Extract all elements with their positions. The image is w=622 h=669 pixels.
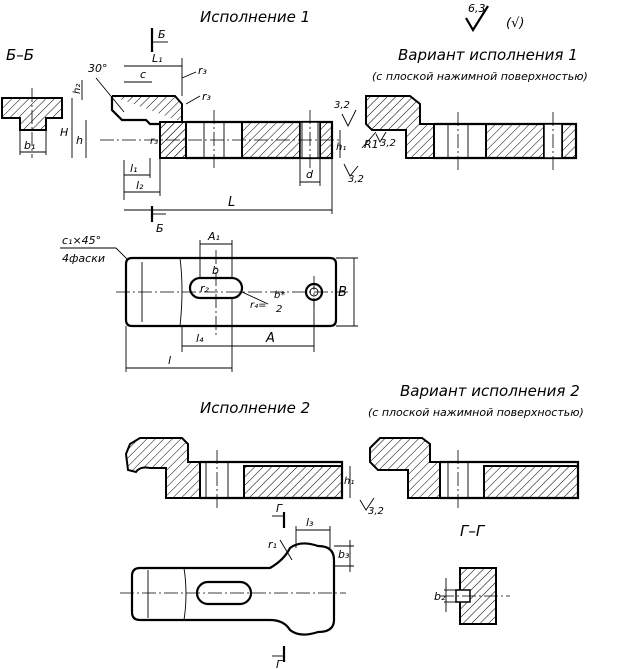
dim-h1-execution-2: h₁ 3,2 bbox=[344, 466, 384, 517]
dim-r1: r₁ bbox=[268, 538, 293, 561]
dim-H: H h bbox=[60, 98, 87, 158]
execution-1-plan-view bbox=[116, 250, 348, 336]
svg-text:r₁: r₁ bbox=[268, 538, 277, 551]
dim-b2: b₂ bbox=[434, 578, 456, 612]
dim-d: d bbox=[299, 158, 321, 186]
dim-h1: h₁ bbox=[336, 130, 346, 158]
svg-text:r₄=: r₄= bbox=[250, 300, 267, 311]
svg-text:A₁: A₁ bbox=[207, 230, 220, 243]
dim-A1: A₁ bbox=[199, 230, 233, 278]
section-gg-profile bbox=[440, 567, 510, 625]
svg-text:r₂: r₂ bbox=[200, 282, 210, 295]
svg-text:r₃: r₃ bbox=[150, 136, 158, 147]
section-cut-b-bottom: Б bbox=[150, 206, 166, 235]
dim-b3: b₃ bbox=[334, 540, 354, 572]
heading-execution-1: Исполнение 1 bbox=[200, 8, 310, 26]
svg-text:Б: Б bbox=[156, 222, 164, 235]
dim-R1: R1 3,2 bbox=[361, 131, 396, 151]
svg-text:b₁: b₁ bbox=[24, 139, 35, 152]
svg-text:l₃: l₃ bbox=[306, 516, 314, 529]
svg-text:b: b bbox=[212, 264, 219, 277]
dim-c: c bbox=[124, 68, 152, 83]
svg-text:L: L bbox=[228, 195, 235, 210]
section-cut-g-top: Г bbox=[272, 502, 286, 528]
svg-text:30°: 30° bbox=[88, 62, 108, 75]
dim-h2: h₂ bbox=[72, 80, 83, 100]
svg-text:l: l bbox=[168, 354, 171, 367]
svg-text:3,2: 3,2 bbox=[368, 506, 384, 517]
svg-text:Б: Б bbox=[158, 28, 166, 41]
dim-b-plan: b r₂ r₄= b* 2 bbox=[200, 264, 285, 315]
svg-text:(√): (√) bbox=[506, 16, 524, 31]
svg-text:b*: b* bbox=[274, 290, 285, 301]
svg-text:4фаски: 4фаски bbox=[62, 252, 105, 265]
svg-text:r₃: r₃ bbox=[202, 90, 212, 103]
svg-text:Г: Г bbox=[276, 658, 283, 669]
svg-text:L₁: L₁ bbox=[152, 52, 163, 65]
svg-text:l₄: l₄ bbox=[196, 332, 204, 345]
dim-l1: l₁ bbox=[123, 158, 151, 200]
svg-text:b₃: b₃ bbox=[338, 548, 350, 561]
dim-A: A bbox=[231, 298, 315, 372]
section-cut-b-top: Б bbox=[150, 28, 168, 52]
svg-text:l₂: l₂ bbox=[136, 179, 144, 192]
svg-text:3,2: 3,2 bbox=[334, 100, 350, 111]
variant-2-side-view bbox=[369, 437, 580, 508]
note-variant-2: (с плоской нажимной поверхностью) bbox=[368, 406, 584, 419]
execution-2-side-view bbox=[124, 437, 344, 508]
roughness-general-symbol: 6,3 (√) bbox=[465, 2, 524, 33]
section-bb-label: Б–Б bbox=[6, 46, 34, 64]
dim-l-plan: l bbox=[125, 326, 232, 372]
svg-text:h₂: h₂ bbox=[72, 84, 83, 94]
dim-l2: l₂ bbox=[124, 158, 161, 196]
dim-angle-30: 30° bbox=[88, 62, 125, 113]
svg-text:R1: R1 bbox=[364, 138, 379, 151]
svg-text:c₁×45°: c₁×45° bbox=[62, 234, 101, 247]
svg-text:3,2: 3,2 bbox=[380, 138, 396, 149]
variant-1-side-view bbox=[365, 95, 578, 170]
svg-text:b₂: b₂ bbox=[434, 590, 446, 603]
dim-r3: r₃ r₃ r₃ bbox=[150, 64, 212, 147]
svg-text:Г: Г bbox=[276, 502, 283, 515]
svg-text:3,2: 3,2 bbox=[348, 174, 364, 185]
dim-b1: b₁ bbox=[19, 130, 47, 155]
roughness-face: 3,2 3,2 bbox=[334, 100, 364, 185]
section-cut-g-bottom: Г bbox=[272, 646, 286, 669]
svg-text:d: d bbox=[306, 168, 314, 181]
svg-text:H: H bbox=[60, 126, 68, 139]
svg-text:B: B bbox=[338, 285, 347, 300]
heading-execution-2: Исполнение 2 bbox=[200, 399, 310, 417]
svg-text:2: 2 bbox=[276, 304, 282, 315]
svg-text:h₁: h₁ bbox=[336, 142, 346, 153]
svg-text:r₃: r₃ bbox=[198, 64, 208, 77]
section-gg-label: Г–Г bbox=[460, 522, 486, 540]
svg-text:A: A bbox=[265, 331, 275, 346]
note-variant-1: (с плоской нажимной поверхностью) bbox=[372, 70, 588, 83]
dim-l4: l₄ bbox=[182, 332, 232, 347]
execution-2-plan-view bbox=[120, 542, 346, 636]
svg-text:h₁: h₁ bbox=[344, 476, 354, 487]
svg-text:h: h bbox=[76, 134, 83, 147]
dim-B: B bbox=[336, 257, 358, 327]
dim-L1: L₁ bbox=[124, 52, 183, 96]
execution-1-side-view bbox=[100, 95, 340, 170]
heading-variant-2: Вариант исполнения 2 bbox=[400, 382, 580, 400]
heading-variant-1: Вариант исполнения 1 bbox=[398, 46, 578, 64]
svg-text:c: c bbox=[140, 68, 146, 81]
dim-L: L bbox=[124, 158, 333, 214]
svg-text:l₁: l₁ bbox=[130, 162, 137, 175]
dim-c1-chamfers: c₁×45° 4фаски bbox=[60, 234, 129, 265]
dim-l3: l₃ bbox=[295, 516, 331, 548]
svg-text:6,3: 6,3 bbox=[468, 2, 486, 15]
